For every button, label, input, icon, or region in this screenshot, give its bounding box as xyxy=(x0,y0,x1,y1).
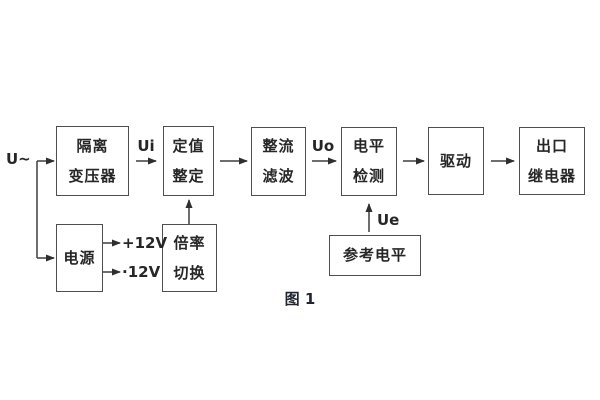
block-ratio-switch-line2: 切换 xyxy=(173,263,206,282)
ui-signal-label: Ui xyxy=(137,137,155,155)
block-value-setting-line2: 整定 xyxy=(172,166,205,185)
block-level-detection-line1: 电平 xyxy=(352,137,385,155)
block-level-detection-line2: 检测 xyxy=(352,167,385,185)
block-output-relay-line2: 继电器 xyxy=(527,166,576,185)
block-isolation-transformer-line2: 变压器 xyxy=(68,166,117,185)
plus-12v-label: +12V xyxy=(122,234,168,252)
block-power-supply: 电源 xyxy=(56,224,103,292)
input-voltage-label: U~ xyxy=(6,150,31,168)
block-reference-level: 参考电平 xyxy=(329,235,421,276)
block-ratio-switch: 倍率 切换 xyxy=(162,224,217,292)
block-value-setting: 定值 整定 xyxy=(163,126,214,196)
block-level-detection: 电平 检测 xyxy=(341,127,397,196)
block-ratio-switch-line1: 倍率 xyxy=(173,233,206,252)
block-drive-line1: 驱动 xyxy=(439,151,472,170)
block-rectify-filter: 整流 滤波 xyxy=(251,127,306,196)
minus-12v-label: ·12V xyxy=(122,263,161,281)
block-output-relay: 出口 继电器 xyxy=(519,127,585,195)
block-isolation-transformer-line1: 隔离 xyxy=(76,136,109,155)
block-rectify-filter-line1: 整流 xyxy=(262,137,295,155)
figure-caption: 图 1 xyxy=(284,290,316,308)
block-output-relay-line1: 出口 xyxy=(535,136,568,155)
block-power-supply-line1: 电源 xyxy=(63,248,96,267)
block-reference-level-line1: 参考电平 xyxy=(342,246,407,264)
uo-signal-label: Uo xyxy=(311,137,335,155)
block-rectify-filter-line2: 滤波 xyxy=(262,167,295,185)
block-isolation-transformer: 隔离 变压器 xyxy=(56,126,129,196)
block-value-setting-line1: 定值 xyxy=(172,136,205,155)
ue-signal-label: Ue xyxy=(377,211,400,229)
block-drive: 驱动 xyxy=(428,127,484,195)
